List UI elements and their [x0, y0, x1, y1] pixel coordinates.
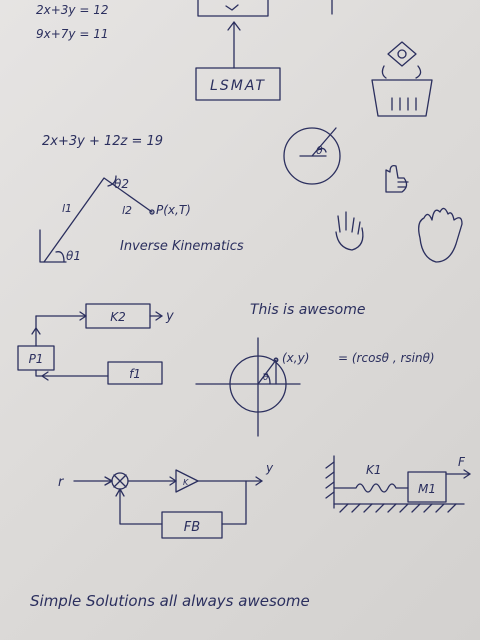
polar-point-label: (x,y): [282, 351, 309, 365]
footer-text: Simple Solutions all always awesome: [30, 592, 310, 610]
polar-theta-label: θ: [263, 373, 269, 383]
mass-m1-label: M1: [418, 482, 436, 496]
equation-2: 9x+7y = 11: [36, 27, 108, 41]
lsmat-label: LSMAT: [210, 78, 266, 94]
feedback-block-diagram: K2 y P1 f1: [17, 303, 174, 385]
spring-k1-label: K1: [366, 463, 382, 477]
robot-doodle: [371, 41, 433, 117]
f1-block-label: f1: [129, 367, 141, 381]
circle-theta-label: θ: [316, 144, 323, 157]
fb-block-label: FB: [184, 520, 200, 535]
hand-gesture-doodle: [335, 211, 364, 251]
output-y-label: y: [165, 309, 174, 324]
gain-label: K: [183, 478, 189, 487]
input-r-label: r: [58, 475, 65, 490]
robot-arm-diagram: θ2 l1 l2 P(x,T) θ1 Inverse Kinematics: [39, 175, 244, 263]
spring-mass-diagram: K1 M1 F: [325, 455, 471, 513]
arrow-up-to-box: [227, 21, 241, 69]
control-loop-diagram: r K y FB: [58, 461, 274, 539]
thumbs-up-doodle: [385, 164, 409, 193]
kinematics-caption: Inverse Kinematics: [120, 239, 244, 254]
polar-coordinate-diagram: θ (x,y) = (rcosθ , rsinθ): [195, 337, 435, 437]
polar-equation: = (rcosθ , rsinθ): [338, 351, 435, 365]
theta2-label: θ2: [114, 177, 129, 191]
circle-angle-doodle: θ: [283, 127, 341, 185]
lsmat-box: LSMAT: [195, 67, 281, 101]
point-label: P(x,T): [156, 203, 191, 217]
equation-1: 2x+3y = 12: [36, 3, 108, 17]
theta1-label: θ1: [66, 249, 81, 263]
output-y2-label: y: [265, 461, 274, 475]
link2-label: l2: [122, 204, 132, 217]
p1-block-label: P1: [29, 352, 44, 366]
link1-label: l1: [62, 202, 72, 215]
force-f-label: F: [458, 455, 466, 469]
equation-3: 2x+3y + 12z = 19: [42, 134, 163, 149]
k2-block-label: K2: [110, 310, 126, 324]
awesome-text: This is awesome: [250, 302, 365, 318]
top-partial-boxes: [197, 0, 333, 17]
open-hand-doodle: [418, 207, 463, 263]
